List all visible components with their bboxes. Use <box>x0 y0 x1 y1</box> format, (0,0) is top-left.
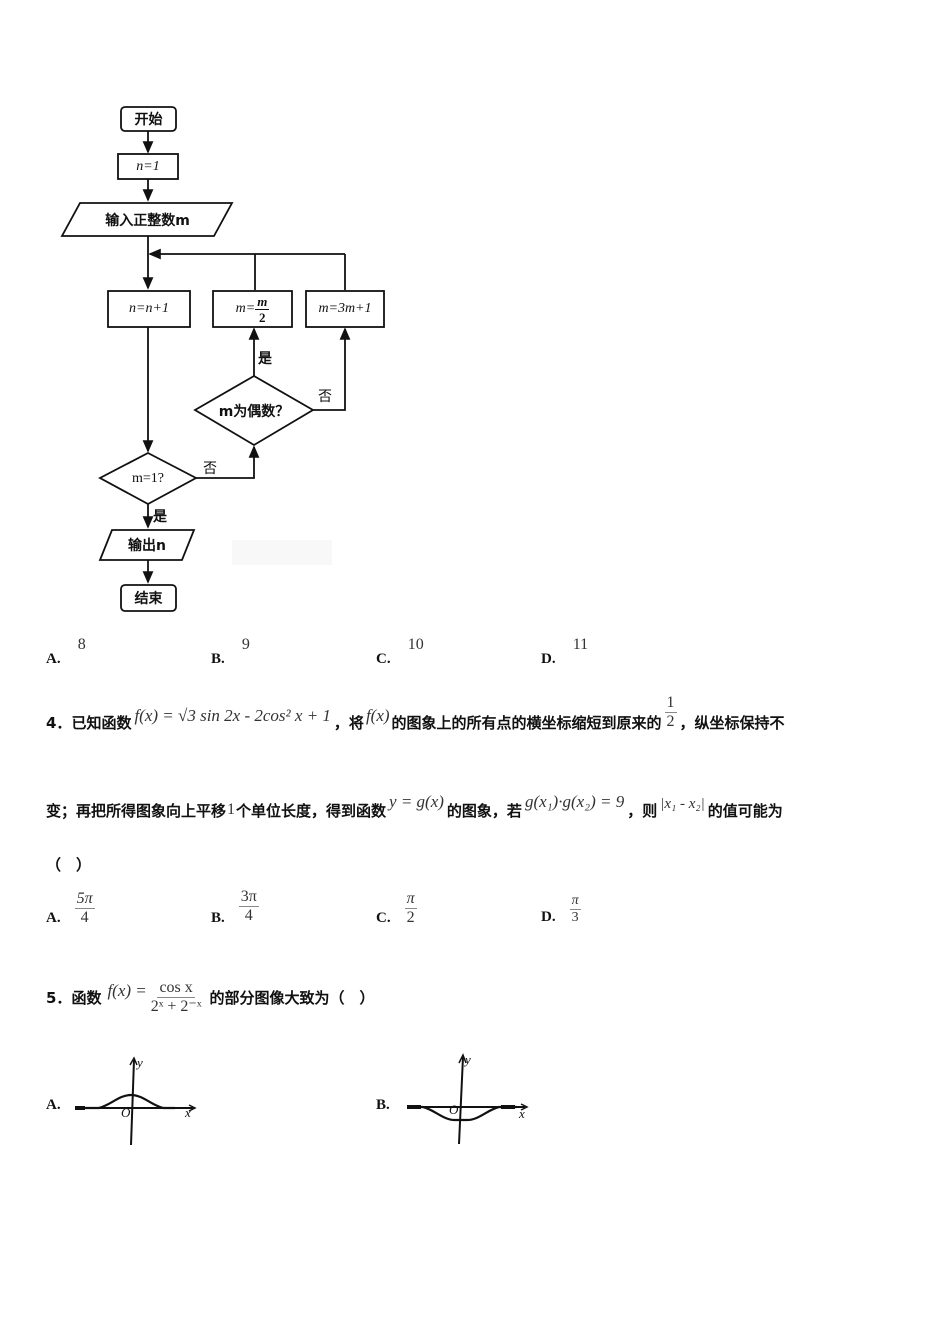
q4-condition: g(x₁)·g(x₂) = 9 <box>524 792 625 811</box>
even-check-label: m为偶数？ <box>218 403 290 420</box>
one-no-label: 否 <box>203 461 217 477</box>
output-parallelogram <box>98 529 196 561</box>
half-lhs: m= <box>235 301 256 316</box>
q5-option-a[interactable]: A. y x O <box>46 1055 206 1150</box>
q5-fraction: cos x 2ˣ + 2⁻ˣ <box>150 978 202 1015</box>
option-value: 11 <box>572 636 589 653</box>
q3-option-c[interactable]: C. 10 <box>376 634 424 667</box>
option-label: B. <box>211 651 225 667</box>
q5-number: 5． <box>46 988 72 1007</box>
init-label: n=1 <box>136 158 160 174</box>
end-terminal <box>120 584 177 612</box>
q4-option-b[interactable]: B. 3π 4 <box>211 888 259 926</box>
q4-line1: 4． 已知函数 f(x) = √3 sin 2x - 2cos² x + 1 ，… <box>46 693 785 732</box>
end-label: 结束 <box>134 591 163 607</box>
half-box <box>212 290 293 328</box>
even-check-diamond <box>193 374 315 447</box>
one-yes-label: 是 <box>153 509 167 525</box>
q4-option-a[interactable]: A. 5π 4 <box>46 890 95 926</box>
triple-label: m=3m+1 <box>318 301 372 316</box>
increment-box <box>107 290 191 328</box>
q3-option-b[interactable]: B. 9 <box>211 634 250 667</box>
option-label: A. <box>46 651 61 667</box>
q4-number: 4． <box>46 713 72 732</box>
option-value: 9 <box>241 636 250 653</box>
graph-a-icon <box>75 1056 197 1146</box>
half-denominator: 2 <box>259 309 266 325</box>
q4-option-d[interactable]: D. π 3 <box>541 893 581 925</box>
increment-label: n=n+1 <box>129 301 169 316</box>
q4-line2: 变；再把所得图象向上平移 1 个单位长度，得到函数 y = g(x) 的图象，若… <box>46 792 783 820</box>
flowchart <box>60 106 385 612</box>
one-check-label: m=1? <box>132 470 164 486</box>
start-label: 开始 <box>134 112 163 128</box>
watermark <box>232 540 332 565</box>
triple-box <box>305 290 385 328</box>
q3-option-a[interactable]: A. 8 <box>46 634 86 667</box>
even-yes-label: 是 <box>258 351 272 367</box>
q4-answer-paren: （ ） <box>46 856 92 874</box>
q4-fx: f(x) <box>365 706 390 725</box>
q5-line: 5． 函数 f(x) = cos x 2ˣ + 2⁻ˣ 的部分图像大致为（ ） <box>46 978 375 1015</box>
q5-lhs: f(x) = <box>107 981 147 1000</box>
q5-option-b[interactable]: B. y x O <box>376 1052 546 1150</box>
input-label: 输入正整数m <box>105 212 190 229</box>
q4-gfunc: y = g(x) <box>389 792 444 811</box>
output-label: 输出n <box>128 538 166 554</box>
q4-option-c[interactable]: C. π 2 <box>376 890 417 926</box>
half-fraction: 1 2 <box>664 693 677 730</box>
q4-absdiff: |x₁ - x₂| <box>660 795 705 812</box>
option-value: 8 <box>77 636 86 653</box>
half-numerator: m <box>255 293 270 310</box>
option-label: D. <box>541 651 556 667</box>
option-label: C. <box>376 651 391 667</box>
even-no-label: 否 <box>318 389 332 405</box>
q4-formula: f(x) = √3 sin 2x - 2cos² x + 1 <box>134 706 331 725</box>
graph-b-icon <box>407 1053 529 1145</box>
option-value: 10 <box>407 636 424 653</box>
q3-option-d[interactable]: D. 11 <box>541 634 589 667</box>
input-parallelogram <box>60 202 234 237</box>
q4-text: 已知函数 <box>71 713 132 732</box>
